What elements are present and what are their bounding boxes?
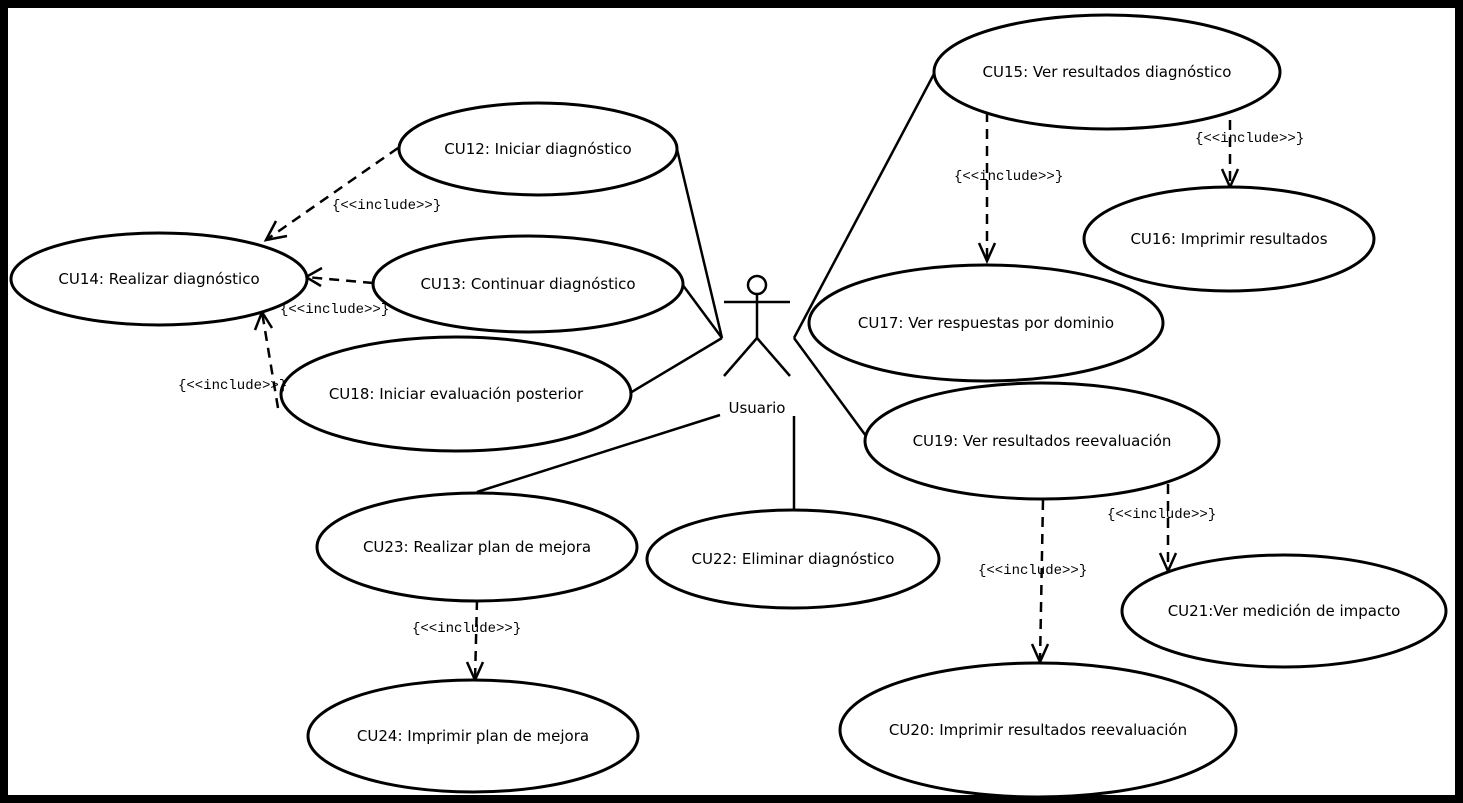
use-case-cu19-shape — [863, 381, 1221, 501]
actor-label: Usuario — [728, 399, 785, 417]
use-case-cu21: CU21:Ver medición de impacto — [1120, 553, 1448, 669]
use-case-cu14-label: CU14: Realizar diagnóstico — [58, 270, 259, 288]
association-cu19 — [792, 337, 868, 437]
use-case-cu18-label: CU18: Iniciar evaluación posterior — [329, 385, 584, 403]
include-label-cu17: {<<include>>} — [954, 169, 1063, 185]
include-label-cu13: {<<include>>} — [280, 302, 389, 318]
use-case-cu24-label: CU24: Imprimir plan de mejora — [357, 727, 589, 745]
actor-right-leg — [756, 337, 791, 377]
use-case-cu18: CU18: Iniciar evaluación posterior — [279, 335, 633, 453]
association-cu12 — [674, 144, 724, 339]
use-case-cu13: CU13: Continuar diagnóstico — [371, 234, 685, 334]
use-case-cu20-label: CU20: Imprimir resultados reevaluación — [889, 721, 1187, 739]
include-label-cu24: {<<include>>} — [412, 621, 521, 637]
use-case-cu21-label: CU21:Ver medición de impacto — [1168, 602, 1401, 620]
use-case-cu16-shape — [1082, 185, 1376, 293]
use-case-cu23: CU23: Realizar plan de mejora — [315, 491, 639, 603]
use-case-cu12-shape — [397, 101, 679, 197]
use-case-cu21-shape — [1120, 553, 1448, 669]
use-case-cu19-label: CU19: Ver resultados reevaluación — [913, 432, 1172, 450]
use-case-cu19: CU19: Ver resultados reevaluación — [863, 381, 1221, 501]
use-case-cu22-label: CU22: Eliminar diagnóstico — [692, 550, 895, 568]
use-case-cu16-label: CU16: Imprimir resultados — [1130, 230, 1327, 248]
include-cu23-cu24 — [473, 599, 479, 681]
use-case-cu18-shape — [279, 335, 633, 453]
arrowhead-cu14-from-cu12 — [263, 220, 288, 242]
use-case-cu14: CU14: Realizar diagnóstico — [9, 231, 309, 327]
use-case-cu17-label: CU17: Ver respuestas por dominio — [858, 314, 1114, 332]
associations — [476, 71, 937, 512]
use-case-cu14-shape — [9, 231, 309, 327]
include-label-cu20: {<<include>>} — [978, 563, 1087, 579]
use-case-cu23-shape — [315, 491, 639, 603]
association-cu18 — [629, 336, 723, 395]
use-case-cu23-label: CU23: Realizar plan de mejora — [363, 538, 591, 556]
use-case-cu12: CU12: Iniciar diagnóstico — [397, 101, 679, 197]
association-cu13 — [680, 283, 724, 339]
use-case-cu12-label: CU12: Iniciar diagnóstico — [444, 140, 631, 158]
use-case-cu22-shape — [645, 508, 941, 610]
use-case-cu13-shape — [371, 234, 685, 334]
association-cu23 — [476, 413, 721, 494]
arrowhead-cu17-from-cu15 — [977, 242, 997, 265]
use-case-cu13-label: CU13: Continuar diagnóstico — [420, 275, 635, 293]
use-case-cu15: CU15: Ver resultados diagnóstico — [932, 13, 1282, 131]
use-case-cu15-label: CU15: Ver resultados diagnóstico — [983, 63, 1232, 81]
use-case-cu15-shape — [932, 13, 1282, 131]
include-label-cu18: {<<include>>} — [178, 378, 287, 394]
include-labels: {<<include>>} {<<include>>} {<<include>>… — [178, 131, 1304, 637]
include-label-cu16: {<<include>>} — [1195, 131, 1304, 147]
use-case-cu20: CU20: Imprimir resultados reevaluación — [838, 661, 1238, 799]
use-case-cu20-shape — [838, 661, 1238, 799]
include-label-cu12: {<<include>>} — [332, 198, 441, 214]
use-case-cu17-shape — [807, 263, 1165, 383]
include-cu13-cu14 — [305, 275, 374, 285]
use-case-cu24: CU24: Imprimir plan de mejora — [306, 678, 640, 794]
actor-left-leg — [723, 337, 758, 377]
use-case-cu24-shape — [306, 678, 640, 794]
use-case-cu17: CU17: Ver respuestas por dominio — [807, 263, 1165, 383]
use-case-cu22: CU22: Eliminar diagnóstico — [645, 508, 941, 610]
use-case-cu16: CU16: Imprimir resultados — [1082, 185, 1376, 293]
actor-usuario: Usuario — [723, 274, 791, 417]
include-label-cu21: {<<include>>} — [1107, 507, 1216, 523]
association-cu15 — [792, 71, 937, 339]
include-cu12-cu14 — [265, 146, 399, 242]
